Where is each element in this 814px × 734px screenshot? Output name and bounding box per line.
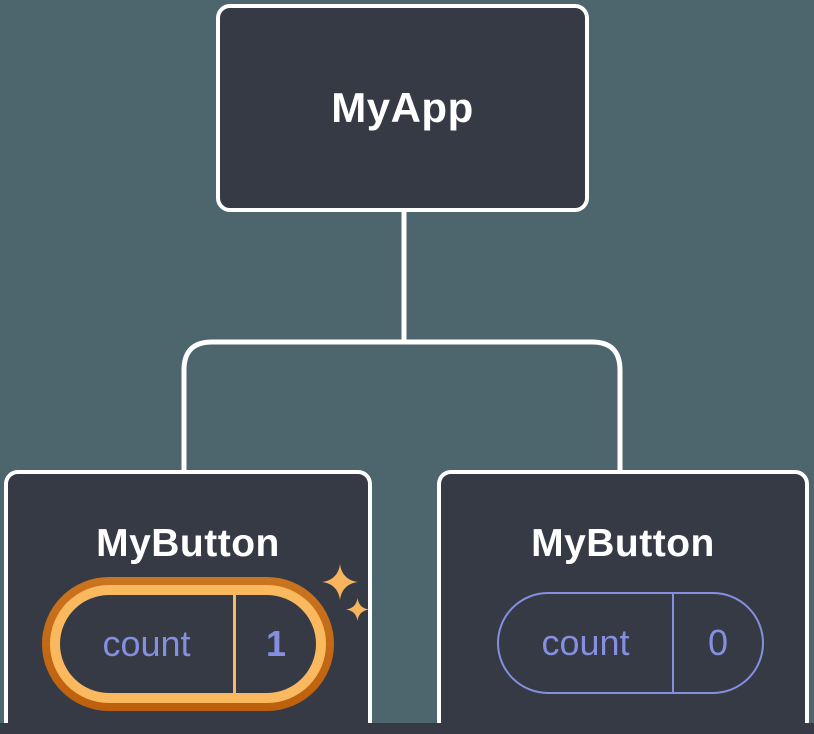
mybutton-node-left: MyButton count 1 — [4, 470, 372, 734]
mybutton-right-label: MyButton — [531, 522, 715, 565]
state-divider — [672, 594, 674, 692]
state-value: 1 — [265, 623, 287, 664]
myapp-node: MyApp — [216, 4, 589, 212]
sparkle-icon — [322, 564, 358, 600]
state-divider — [233, 595, 236, 693]
sparkle-icon — [346, 598, 369, 621]
bottom-crop-bar — [0, 723, 814, 734]
state-badge: count 0 — [497, 592, 764, 694]
mybutton-node-right: MyButton count 0 — [437, 470, 809, 734]
state-badge-highlighted: count 1 — [42, 577, 334, 711]
state-key: count — [102, 623, 191, 664]
state-value: 0 — [707, 622, 729, 663]
mybutton-left-label: MyButton — [96, 522, 280, 565]
state-key: count — [541, 622, 630, 663]
myapp-label: MyApp — [331, 84, 474, 131]
